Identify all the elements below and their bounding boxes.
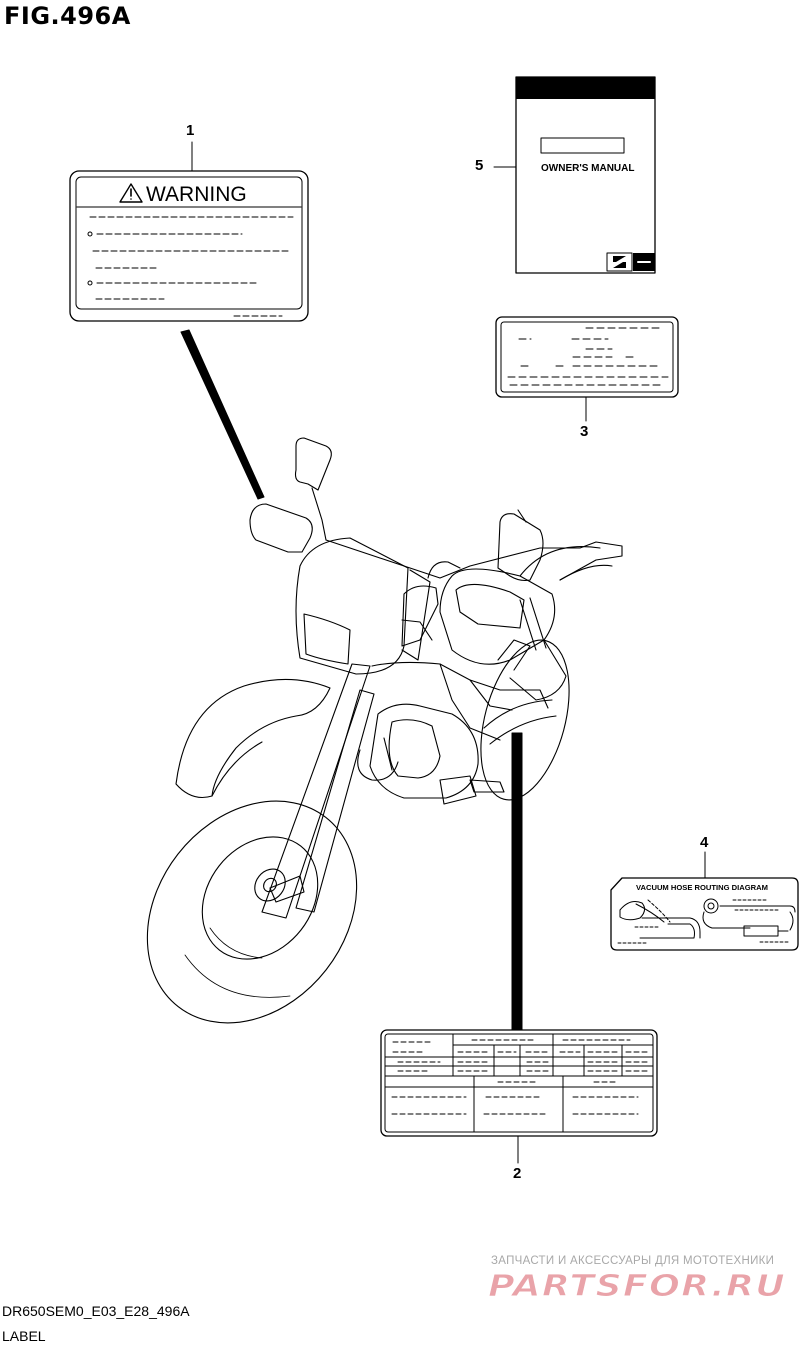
watermark-logo: PARTSFOR.RU bbox=[488, 1269, 786, 1305]
callout-2[interactable]: 2 bbox=[513, 1165, 522, 1182]
leader-lines bbox=[180, 141, 706, 1164]
drawing-code: DR650SEM0_E03_E28_496A bbox=[2, 1303, 190, 1319]
warning-label-title: WARNING bbox=[146, 183, 247, 206]
vacuum-hose-label[interactable]: VACUUM HOSE ROUTING DIAGRAM bbox=[610, 877, 799, 951]
callout-3[interactable]: 3 bbox=[580, 423, 589, 440]
callout-5[interactable]: 5 bbox=[475, 157, 484, 174]
watermark-logo-text: PARTSFOR.RU bbox=[488, 1269, 786, 1304]
owners-manual-title: OWNER'S MANUAL bbox=[541, 163, 634, 174]
owners-manual[interactable]: OWNER'S MANUAL bbox=[515, 76, 656, 274]
figure-title: FIG.496A bbox=[4, 2, 131, 30]
drawing-name: LABEL bbox=[2, 1328, 46, 1344]
label-2[interactable] bbox=[380, 1029, 658, 1137]
watermark-caption: ЗАПЧАСТИ И АКСЕССУАРЫ ДЛЯ МОТОТЕХНИКИ bbox=[491, 1255, 775, 1267]
label-3[interactable] bbox=[495, 316, 679, 398]
hose-diagram-icon bbox=[619, 898, 796, 939]
warning-triangle-icon bbox=[119, 183, 143, 203]
vacuum-hose-label-title: VACUUM HOSE ROUTING DIAGRAM bbox=[636, 883, 768, 892]
suzuki-logo-icon bbox=[606, 252, 633, 272]
warning-label[interactable]: WARNING bbox=[69, 170, 309, 322]
motorcycle-drawing bbox=[146, 437, 623, 1024]
callout-1[interactable]: 1 bbox=[186, 122, 195, 139]
callout-4[interactable]: 4 bbox=[700, 834, 709, 851]
